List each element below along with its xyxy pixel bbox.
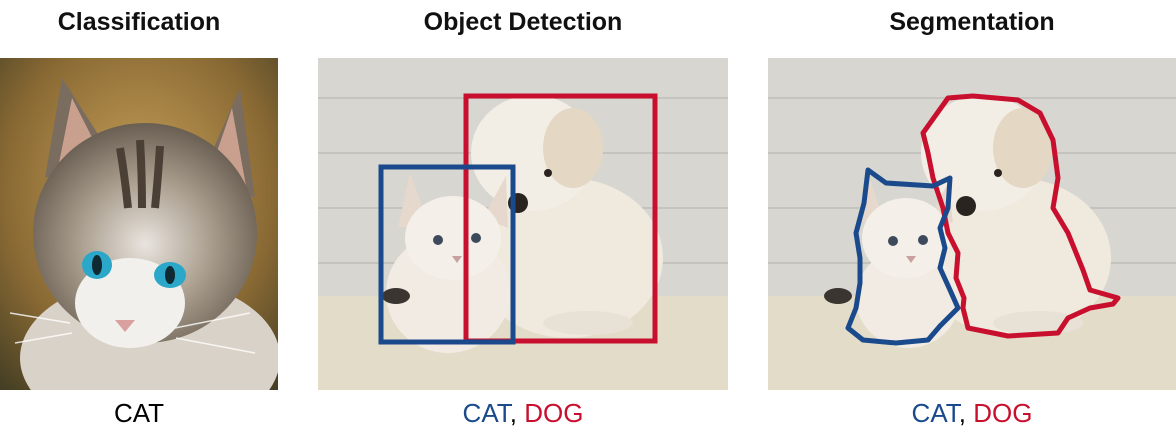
classification-panel: Classification [0, 0, 278, 438]
cat-bounding-box [378, 164, 516, 345]
segmentation-caption: CAT, DOG [768, 398, 1176, 429]
cat-dog-photo [768, 58, 1176, 390]
object-detection-caption: CAT, DOG [318, 398, 728, 429]
label-dog: DOG [524, 398, 584, 428]
label-separator: , [958, 398, 974, 428]
label-cat: CAT [113, 398, 165, 428]
segmentation-panel: Segmentation [768, 0, 1176, 438]
object-detection-title: Object Detection [423, 8, 623, 36]
label-cat: CAT [911, 398, 959, 428]
object-detection-panel: Object Detection [318, 0, 728, 438]
label-separator: , [509, 398, 525, 428]
classification-caption: CAT [0, 398, 278, 429]
cat-dog-photo [318, 58, 728, 390]
classification-title: Classification [57, 8, 221, 36]
cat-segmentation-outline [845, 167, 961, 346]
label-cat: CAT [462, 398, 510, 428]
dog-bounding-box [463, 93, 658, 344]
dog-segmentation-outline [920, 93, 1121, 339]
label-dog: DOG [973, 398, 1033, 428]
cat-photo [0, 58, 278, 390]
segmentation-title: Segmentation [889, 8, 1055, 36]
